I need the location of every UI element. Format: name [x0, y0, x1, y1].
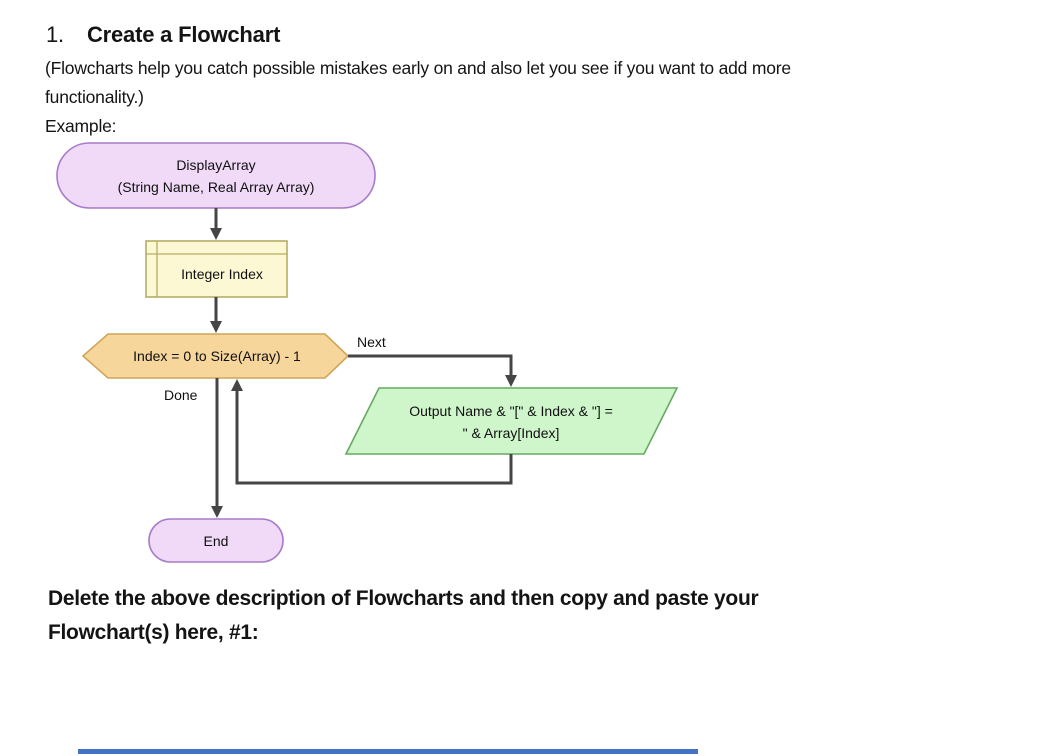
- blue-divider-line: [78, 749, 698, 754]
- declare-label: Integer Index: [181, 266, 263, 282]
- declare-inner-rules: [146, 241, 287, 297]
- next-branch-label: Next: [357, 334, 386, 350]
- footer-line-1: Delete the above description of Flowchar…: [48, 587, 759, 610]
- connector-next-branch-line: [348, 354, 513, 376]
- start-terminal-label-line1: DisplayArray: [176, 157, 255, 173]
- heading-number: 1.: [46, 22, 64, 47]
- footer-instruction: Delete the above description of Flowchar…: [48, 582, 759, 650]
- arrow-down-icon: [210, 228, 222, 240]
- page-title: Create a Flowchart: [86, 22, 281, 47]
- arrow-down-icon: [210, 321, 222, 333]
- declare-shape: [145, 240, 288, 298]
- output-label-line1: Output Name & "[" & Index & "] =: [409, 403, 613, 419]
- arrow-down-icon: [211, 506, 223, 518]
- intro-line-1: (Flowcharts help you catch possible mist…: [45, 58, 791, 78]
- start-terminal-shape: [56, 142, 376, 209]
- intro-paragraph: (Flowcharts help you catch possible mist…: [45, 54, 791, 141]
- arrow-up-icon: [231, 379, 243, 391]
- intro-line-2: functionality.): [45, 87, 144, 107]
- end-terminal-shape: [148, 518, 284, 563]
- example-label: Example:: [45, 116, 117, 136]
- done-branch-label: Done: [164, 387, 198, 403]
- end-terminal-label: End: [204, 533, 229, 549]
- connector-loop-return-line: [235, 390, 513, 485]
- start-terminal-label-line2: (String Name, Real Array Array): [118, 179, 315, 195]
- section-heading: 1. Create a Flowchart: [46, 22, 280, 48]
- output-label-line2: " & Array[Index]: [463, 425, 560, 441]
- arrow-down-icon: [505, 375, 517, 387]
- footer-line-2: Flowchart(s) here, #1:: [48, 621, 259, 644]
- loop-label: Index = 0 to Size(Array) - 1: [133, 348, 301, 364]
- output-parallelogram-shape: [344, 387, 679, 455]
